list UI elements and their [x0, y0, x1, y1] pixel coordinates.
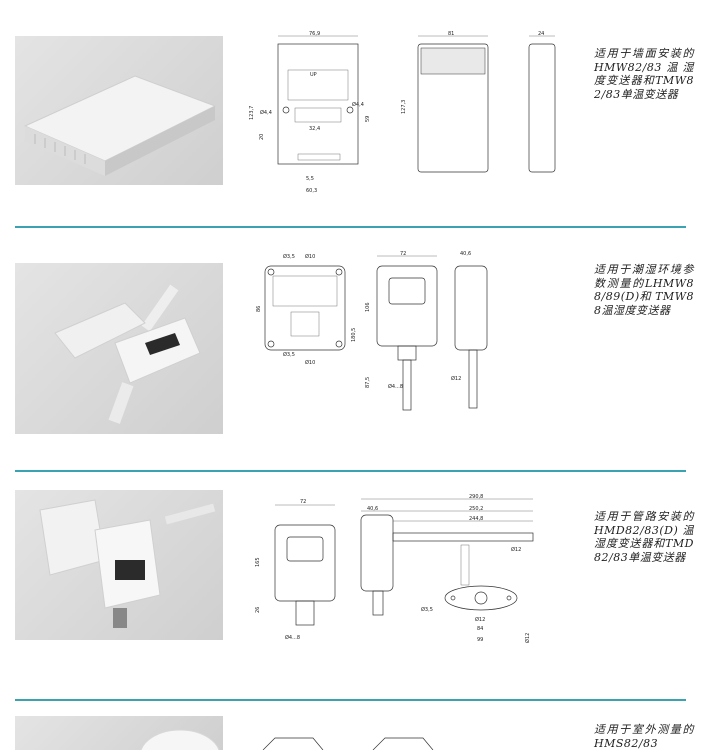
svg-text:Ø12: Ø12	[451, 375, 461, 382]
product-description: 适用于潮湿环境参数测量的LHMW88/89(D)和 TMW88温湿度变送器	[594, 263, 695, 317]
product-description: 适用于室外测量的HMS82/83	[594, 723, 694, 750]
svg-text:86: 86	[256, 306, 262, 312]
section-divider	[15, 470, 686, 472]
svg-text:290,8: 290,8	[469, 494, 483, 500]
svg-text:180,5: 180,5	[351, 328, 357, 342]
product-description: 适用于管路安装的HMD82/83(D)温湿度变送器和TMD82/83单温变送器	[594, 510, 694, 564]
svg-text:Ø3,5: Ø3,5	[421, 606, 433, 613]
svg-text:99: 99	[477, 637, 483, 643]
svg-text:Ø4,4: Ø4,4	[260, 109, 272, 116]
svg-text:59: 59	[365, 116, 371, 122]
product-description: 适用于墙面安装的HMW82/83温湿度变送器和TMW82/83单温变送器	[594, 47, 694, 101]
svg-text:250,2: 250,2	[469, 506, 483, 512]
svg-text:60,3: 60,3	[306, 188, 317, 194]
outdoor-dimension-drawing	[243, 730, 583, 754]
svg-text:32,4: 32,4	[309, 126, 320, 132]
svg-text:165: 165	[255, 557, 261, 567]
svg-text:84: 84	[477, 626, 483, 632]
svg-text:Ø10: Ø10	[305, 253, 315, 260]
svg-text:76,9: 76,9	[309, 31, 320, 37]
svg-text:40,6: 40,6	[460, 251, 471, 257]
svg-text:87,5: 87,5	[365, 377, 371, 388]
svg-text:Ø12: Ø12	[475, 616, 485, 623]
svg-text:Ø3,5: Ø3,5	[283, 351, 295, 358]
svg-text:Ø4...8: Ø4...8	[388, 383, 403, 390]
svg-text:Ø4,4: Ø4,4	[352, 101, 364, 108]
svg-text:123,7: 123,7	[249, 106, 255, 120]
svg-text:5,5: 5,5	[306, 176, 314, 182]
svg-text:106: 106	[365, 302, 371, 312]
svg-text:Ø10: Ø10	[305, 359, 315, 366]
wall-mount-transmitter-photo	[15, 36, 223, 185]
duct-dimension-drawing: 72 165 26 Ø4...8 290,8 40,6 250,2 244,8 …	[243, 493, 583, 657]
svg-text:127,3: 127,3	[401, 100, 407, 114]
wall-mount-dimension-drawing: 76,9 Ø4,4 Ø4,4 32,4 5,5 60,3 UP 20 123,7…	[243, 30, 583, 204]
svg-text:81: 81	[448, 31, 454, 37]
svg-text:40,6: 40,6	[367, 506, 378, 512]
svg-text:Ø4...8: Ø4...8	[285, 634, 300, 641]
humid-environment-transmitter-photo	[15, 263, 223, 434]
svg-text:20: 20	[259, 134, 265, 140]
section-divider	[15, 226, 686, 228]
svg-text:72: 72	[400, 251, 406, 257]
humid-dimension-drawing: Ø3,5 Ø10 Ø3,5 Ø10 86 72 106 180,5 87,5 Ø…	[243, 248, 583, 427]
svg-text:24: 24	[538, 31, 544, 37]
section-divider	[15, 699, 686, 701]
svg-text:Ø12: Ø12	[511, 546, 521, 553]
outdoor-transmitter-photo	[15, 716, 223, 750]
svg-text:244,8: 244,8	[469, 516, 483, 522]
svg-text:Ø3,5: Ø3,5	[283, 253, 295, 260]
svg-text:72: 72	[300, 499, 306, 505]
duct-mount-transmitter-photo	[15, 490, 223, 640]
svg-text:UP: UP	[310, 72, 317, 78]
svg-text:26: 26	[255, 607, 261, 613]
svg-text:Ø12: Ø12	[524, 633, 531, 643]
